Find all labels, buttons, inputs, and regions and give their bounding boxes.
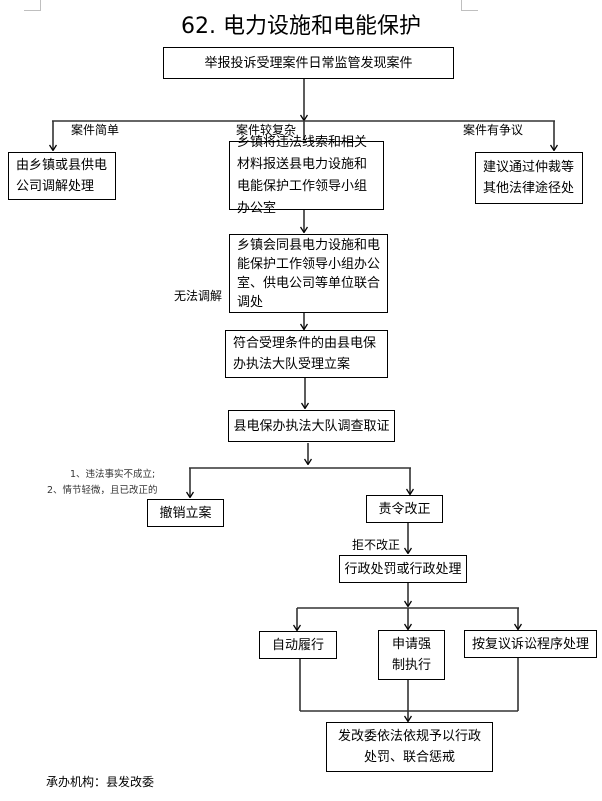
node-investigate: 县电保办执法大队调查取证 <box>228 410 395 442</box>
edge-label-dispute: 案件有争议 <box>463 123 524 137</box>
node-review-litigation: 按复议诉讼程序处理 <box>464 630 597 658</box>
node-order-correction-text: 责令改正 <box>378 501 431 517</box>
node-enforce: 申请强制执行 <box>378 630 445 680</box>
page-corner-mark-right <box>461 0 478 11</box>
node-file-case: 符合受理条件的由县电保办执法大队受理立案 <box>225 330 388 378</box>
edge-label-cannot-mediate: 无法调解 <box>174 289 223 303</box>
node-dispute-result: 建议通过仲裁等其他法律途径处 <box>475 152 583 204</box>
edge-label-complex: 案件较复杂 <box>236 123 297 137</box>
edge-label-revoke-condition-1: 1、违法事实不成立; <box>70 469 156 480</box>
edge-label-revoke-condition-2: 2、情节轻微，且已改正的 <box>47 485 158 496</box>
node-simple-result-text: 由乡镇或县供电公司调解处理 <box>16 158 108 194</box>
node-penalty-text: 行政处罚或行政处理 <box>344 561 462 577</box>
node-dispute-result-text: 建议通过仲裁等其他法律途径处 <box>483 160 575 196</box>
node-joint-handling-text: 乡镇会同县电力设施和电能保护工作领导小组办公室、供电公司等单位联合调处 <box>237 237 381 310</box>
node-final-text: 发改委依法依规予以行政处罚、联合惩戒 <box>337 729 481 765</box>
edge-label-simple: 案件简单 <box>71 123 120 137</box>
node-simple-result: 由乡镇或县供电公司调解处理 <box>8 152 116 200</box>
node-start: 举报投诉受理案件日常监管发现案件 <box>163 47 454 79</box>
node-revoke-case: 撤销立案 <box>147 499 224 527</box>
node-enforce-text: 申请强制执行 <box>391 637 431 673</box>
footer-organizer: 承办机构：县发改委 <box>46 775 155 789</box>
node-start-text: 举报投诉受理案件日常监管发现案件 <box>204 55 413 71</box>
node-investigate-text: 县电保办执法大队调查取证 <box>233 418 390 434</box>
node-self-perform-text: 自动履行 <box>271 637 324 653</box>
node-penalty: 行政处罚或行政处理 <box>339 555 467 583</box>
node-joint-handling: 乡镇会同县电力设施和电能保护工作领导小组办公室、供电公司等单位联合调处 <box>229 234 388 313</box>
node-review-litigation-text: 按复议诉讼程序处理 <box>471 636 589 652</box>
node-file-case-text: 符合受理条件的由县电保办执法大队受理立案 <box>233 336 377 372</box>
edge-label-refuse-correction: 拒不改正 <box>352 538 401 552</box>
node-revoke-case-text: 撤销立案 <box>159 505 212 521</box>
node-complex-step: 乡镇将违法线索和相关材料报送县电力设施和电能保护工作领导小组办公室 <box>229 135 384 216</box>
page-corner-mark-left <box>24 0 41 11</box>
node-final: 发改委依法依规予以行政处罚、联合惩戒 <box>326 722 493 772</box>
node-self-perform: 自动履行 <box>259 631 337 659</box>
node-complex-step-text: 乡镇将违法线索和相关材料报送县电力设施和电能保护工作领导小组办公室 <box>237 134 368 216</box>
node-order-correction: 责令改正 <box>366 495 443 523</box>
page-title: 62. 电力设施和电能保护 <box>181 14 421 39</box>
